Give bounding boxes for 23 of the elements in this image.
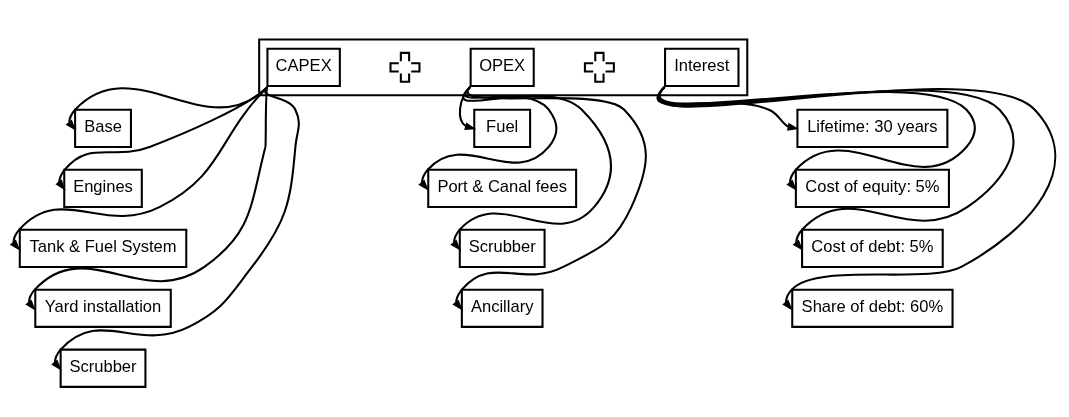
node-box: Scrubber [59, 348, 147, 388]
node-box: Interest [664, 47, 740, 87]
arrow [25, 86, 269, 311]
node-box: Cost of debt: 5% [801, 228, 944, 268]
arrow [51, 85, 300, 371]
node-box: Share of debt: 60% [791, 288, 954, 328]
arrow [450, 85, 612, 251]
node-box: CAPEX [266, 47, 341, 87]
arrow [659, 86, 1056, 311]
node-box: Ancillary [460, 288, 544, 328]
node-box: OPEX [469, 47, 535, 87]
node-box: Lifetime: 30 years [796, 108, 949, 148]
node-box: Engines [63, 168, 143, 208]
arrow [452, 86, 647, 311]
cluster [258, 37, 749, 96]
node-box: Tank & Fuel System [18, 228, 188, 268]
node-box: Yard installation [34, 288, 172, 328]
node-box: Base [74, 108, 132, 148]
node-box: Fuel [473, 108, 532, 148]
arrow [9, 85, 269, 251]
node-box: Cost of equity: 5% [794, 168, 950, 208]
node-box: Scrubber [458, 228, 546, 268]
node-box: Port & Canal fees [427, 168, 578, 208]
